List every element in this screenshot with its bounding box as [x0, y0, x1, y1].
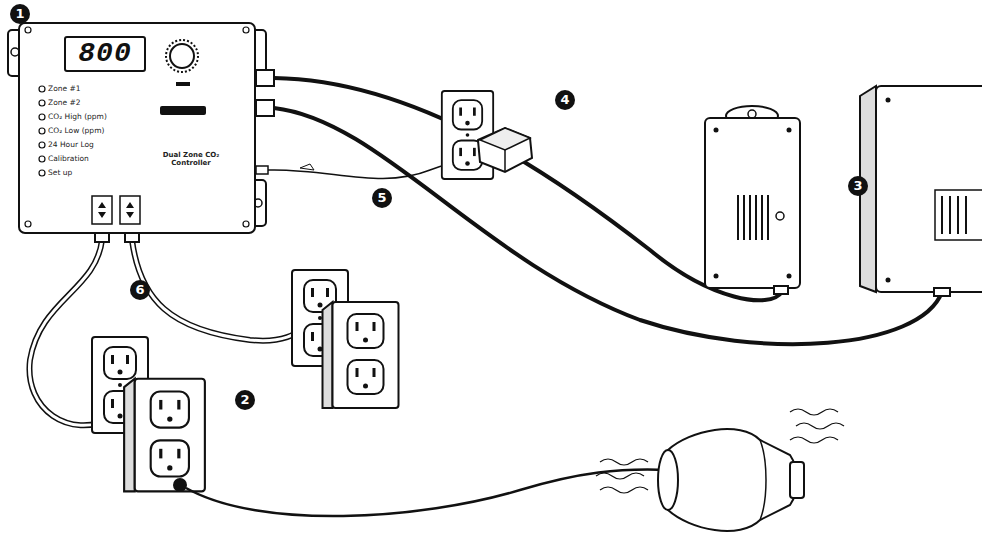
callout-number: 2: [235, 390, 255, 410]
callout-number: 1: [10, 4, 30, 24]
indicator-label: Zone #2: [48, 99, 81, 107]
indicator-label: 24 Hour Log: [48, 141, 94, 149]
indicator-label: Set up: [48, 169, 72, 177]
indicator-label: Zone #1: [48, 85, 81, 93]
callout-number: 5: [372, 188, 392, 208]
callout-number: 3: [848, 176, 868, 196]
callout-number: 4: [555, 90, 575, 110]
display-readout: 800: [78, 39, 131, 70]
indicator-label: CO₂ Low (ppm): [48, 127, 104, 135]
indicator-label: Calibration: [48, 155, 89, 163]
callout-number: 6: [130, 280, 150, 300]
brand-text: Dual Zone CO₂ Controller: [156, 152, 226, 167]
display-panel: 800: [64, 36, 146, 72]
indicator-label: CO₂ High (ppm): [48, 113, 107, 121]
controller-box: Zone #1 Zone #2 CO₂ High (ppm) CO₂ Low (ppm…: [18, 22, 256, 234]
